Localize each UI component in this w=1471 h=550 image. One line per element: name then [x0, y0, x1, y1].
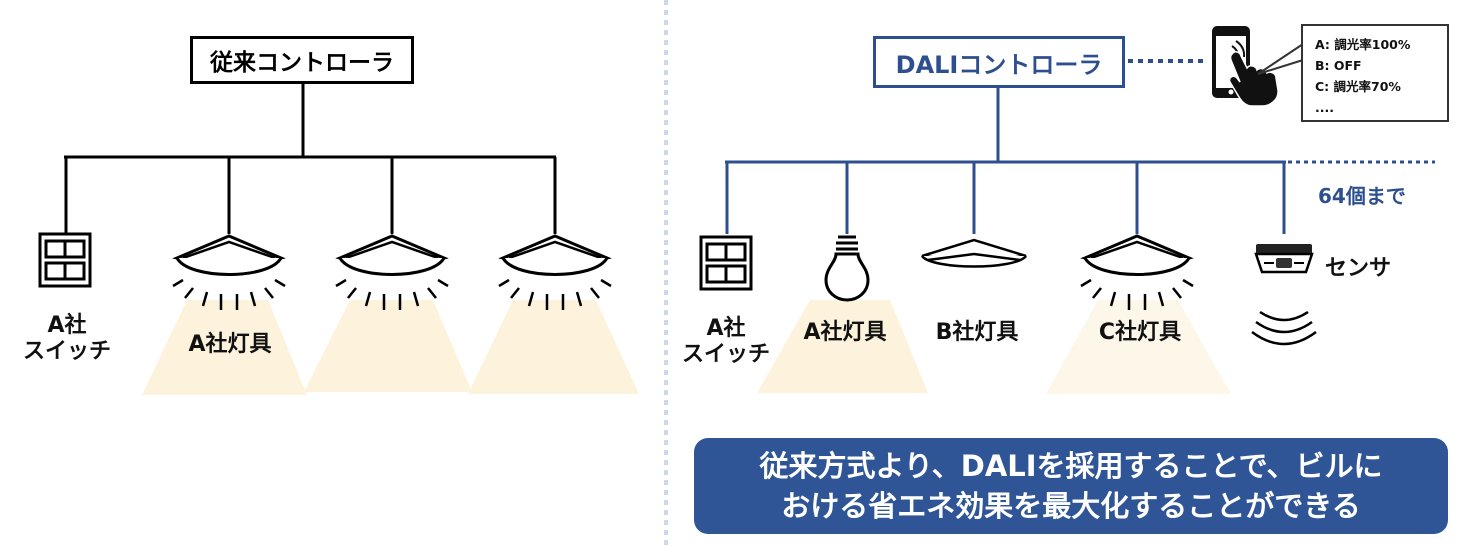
sensor-icon [1251, 244, 1317, 346]
legacy-fixture-icon-2 [335, 234, 449, 310]
light-ray [590, 287, 600, 299]
light-ray [347, 287, 357, 299]
device-limit-label: 64個まで [1318, 184, 1406, 208]
light-ray [600, 278, 612, 288]
dali-switch-label-line1: A社 [706, 316, 746, 341]
light-ray [437, 278, 449, 288]
legacy-fixture-label: A社灯具 [188, 332, 272, 357]
light-ray [274, 278, 286, 288]
legacy-switch-label-line2: スイッチ [22, 339, 111, 364]
dali-fixture-label-b: B社灯具 [935, 320, 1019, 345]
dali-switch-label: A社 スイッチ [681, 316, 771, 368]
light-ray [201, 291, 209, 307]
legacy-light-cone-1 [142, 300, 307, 395]
callout-pointer [1257, 43, 1304, 75]
light-ray [364, 291, 372, 307]
light-ray [249, 291, 257, 307]
light-ray [172, 278, 184, 288]
light-ray [335, 278, 347, 288]
legacy-wiring [64, 84, 557, 234]
light-ray [412, 291, 420, 307]
legacy-light-cone-2 [304, 300, 472, 392]
dali-wiring [725, 88, 1286, 234]
light-ray [1092, 287, 1102, 299]
callout-line-more: .... [1315, 100, 1334, 115]
dali-light-cone-a [757, 300, 928, 393]
legacy-switch-label-line1: A社 [47, 313, 87, 338]
dali-switch-icon [699, 235, 753, 291]
legacy-switch-label: A社 スイッチ [22, 313, 112, 365]
summary-banner: 従来方式より、DALIを採用することで、ビルに おける省エネ効果を最大化すること… [694, 438, 1448, 534]
light-ray [498, 278, 510, 288]
summary-banner-line1: 従来方式より、DALIを採用することで、ビルに [759, 449, 1383, 483]
dali-fixture-label-c: C社灯具 [1098, 320, 1182, 345]
dali-fixture-icon-c [1080, 234, 1194, 310]
dimming-callout: A: 調光率100% B: OFF C: 調光率70% .... [1301, 24, 1449, 122]
flat-fixture-icon [920, 238, 1028, 268]
light-ray [427, 287, 437, 299]
summary-banner-line2: おける省エネ効果を最大化することができる [781, 489, 1361, 523]
light-ray [1172, 287, 1182, 299]
light-ray [1109, 291, 1117, 307]
sensor-label: センサ [1325, 256, 1392, 281]
light-ray [1157, 291, 1165, 307]
light-ray [1182, 278, 1194, 288]
callout-line-a: A: 調光率100% [1315, 37, 1411, 52]
light-ray [527, 291, 535, 307]
dali-controller-box: DALIコントローラ [873, 36, 1125, 88]
dali-light-cone-c [1046, 300, 1231, 394]
light-ray [575, 291, 583, 307]
light-ray [510, 287, 520, 299]
callout-line-b: B: OFF [1315, 58, 1362, 73]
bulb-icon [824, 235, 870, 302]
dali-switch-label-line2: スイッチ [681, 342, 770, 367]
legacy-fixture-icon-1 [172, 234, 286, 310]
legacy-fixture-icon-3 [498, 234, 612, 310]
callout-line-c: C: 調光率70% [1315, 79, 1401, 94]
light-ray [1080, 278, 1092, 288]
legacy-controller-label: 従来コントローラ [210, 50, 394, 76]
dali-controller-label: DALIコントローラ [895, 50, 1103, 79]
hand-icon [1228, 51, 1279, 107]
legacy-switch-icon [38, 232, 92, 288]
light-ray [264, 287, 274, 299]
light-ray [184, 287, 194, 299]
legacy-controller-box: 従来コントローラ [190, 36, 414, 84]
legacy-light-cone-3 [468, 300, 639, 394]
dali-fixture-label-a: A社灯具 [803, 320, 887, 345]
